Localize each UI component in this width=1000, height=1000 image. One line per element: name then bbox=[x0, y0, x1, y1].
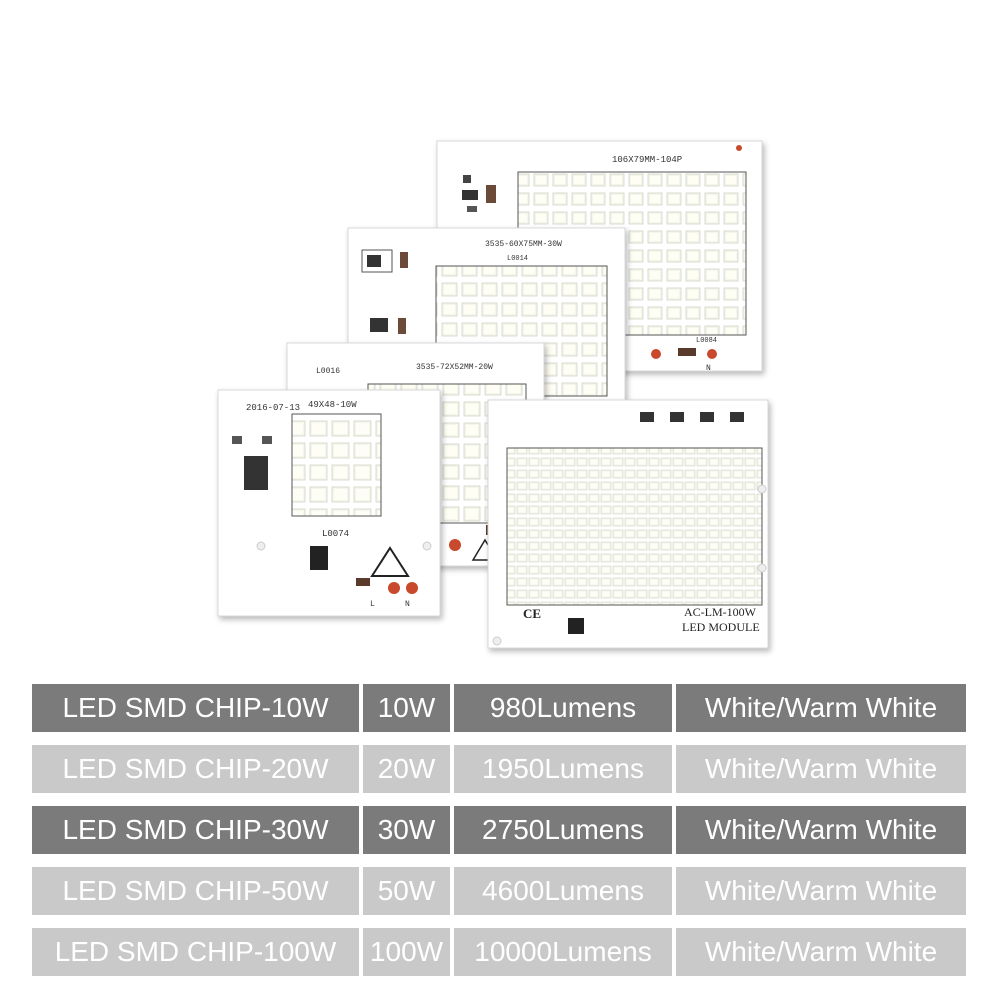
spec-lumens: 1950Lumens bbox=[454, 745, 672, 793]
spec-name: LED SMD CHIP-20W bbox=[32, 745, 359, 793]
board-10w-date-label: 2016-07-13 bbox=[246, 403, 300, 413]
spec-color: White/Warm White bbox=[676, 928, 966, 976]
solder-pad-icon bbox=[707, 349, 717, 359]
ce-mark: CE bbox=[523, 606, 541, 621]
spec-watt: 100W bbox=[363, 928, 450, 976]
spec-color: White/Warm White bbox=[676, 867, 966, 915]
solder-pad-icon bbox=[406, 582, 418, 594]
spec-lumens: 10000Lumens bbox=[454, 928, 672, 976]
spec-row-50w: LED SMD CHIP-50W 50W 4600Lumens White/Wa… bbox=[32, 867, 968, 915]
board-ac-model-label: AC-LM-100W bbox=[684, 605, 757, 619]
board-30w-code-label: L0014 bbox=[507, 255, 528, 263]
solder-pad-icon bbox=[388, 582, 400, 594]
spec-watt: 50W bbox=[363, 867, 450, 915]
board-100w-n-label: N bbox=[706, 364, 711, 373]
spec-watt: 30W bbox=[363, 806, 450, 854]
spec-name: LED SMD CHIP-30W bbox=[32, 806, 359, 854]
board-10w-size-label: 49X48-10W bbox=[308, 400, 357, 410]
solder-pad-icon bbox=[449, 539, 461, 551]
board-30w-size-label: 3535-60X75MM-30W bbox=[485, 240, 562, 249]
driver-chip bbox=[244, 456, 268, 490]
spec-name: LED SMD CHIP-50W bbox=[32, 867, 359, 915]
spec-lumens: 980Lumens bbox=[454, 684, 672, 732]
warning-triangle-icon bbox=[370, 546, 410, 577]
spec-watt: 10W bbox=[363, 684, 450, 732]
spec-row-20w: LED SMD CHIP-20W 20W 1950Lumens White/Wa… bbox=[32, 745, 968, 793]
spec-color: White/Warm White bbox=[676, 806, 966, 854]
board-10w-n-label: N bbox=[405, 600, 410, 609]
spec-name: LED SMD CHIP-100W bbox=[32, 928, 359, 976]
led-board-illustration: 106X79MM-104P L0084 N 3535-60X75MM-30W L… bbox=[217, 140, 769, 649]
spec-row-30w: LED SMD CHIP-30W 30W 2750Lumens White/Wa… bbox=[32, 806, 968, 854]
spec-row-10w: LED SMD CHIP-10W 10W 980Lumens White/War… bbox=[32, 684, 968, 732]
board-20w-size-label: 3535-72X52MM-20W bbox=[416, 363, 493, 372]
spec-lumens: 2750Lumens bbox=[454, 806, 672, 854]
spec-watt: 20W bbox=[363, 745, 450, 793]
spec-name: LED SMD CHIP-10W bbox=[32, 684, 359, 732]
spec-lumens: 4600Lumens bbox=[454, 867, 672, 915]
board-ac-module: AC-LM-100W LED MODULE CE bbox=[487, 399, 769, 649]
spec-color: White/Warm White bbox=[676, 684, 966, 732]
board-10w-code-label: L0074 bbox=[322, 529, 349, 539]
board-ac-module-label: LED MODULE bbox=[682, 620, 760, 634]
spec-table: LED SMD CHIP-10W 10W 980Lumens White/War… bbox=[32, 684, 968, 989]
solder-pad-icon bbox=[651, 349, 661, 359]
board-10w-l-label: L bbox=[370, 600, 375, 609]
board-100w-size-label: 106X79MM-104P bbox=[612, 155, 682, 165]
board-100w-code-label: L0084 bbox=[696, 337, 717, 345]
board-20w-code-label: L0016 bbox=[316, 367, 340, 376]
spec-row-100w: LED SMD CHIP-100W 100W 10000Lumens White… bbox=[32, 928, 968, 976]
bridge-rectifier bbox=[310, 546, 328, 570]
spec-color: White/Warm White bbox=[676, 745, 966, 793]
board-10w: 2016-07-13 49X48-10W L0074 L N bbox=[217, 389, 441, 617]
